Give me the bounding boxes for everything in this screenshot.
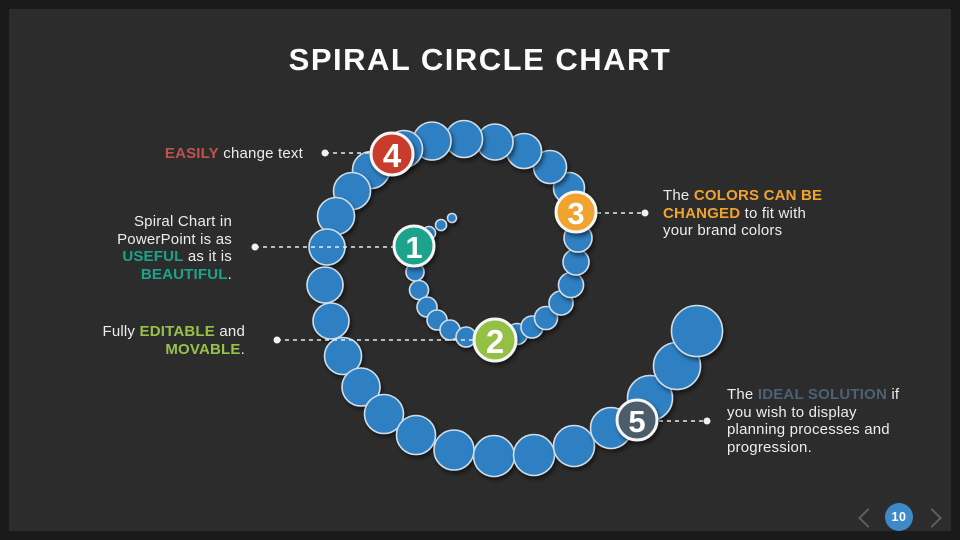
page-title: SPIRAL CIRCLE CHART (288, 42, 672, 77)
connector-dot (641, 209, 649, 217)
callout-ideal-line4: progression. (727, 438, 812, 456)
spiral-circle (552, 424, 596, 468)
marker-5-badge: 5 (615, 398, 659, 442)
spiral-circle (434, 218, 448, 232)
spiral-circle (395, 414, 437, 456)
callout-colors: The COLORS CAN BE CHANGED to fit with yo… (663, 187, 822, 240)
callout-editable: Fully EDITABLE and MOVABLE. (102, 323, 245, 358)
callout-ideal-line3: planning processes and (727, 421, 890, 438)
spiral-circle (433, 429, 475, 471)
connector-dot (321, 149, 329, 157)
callout-useful-line2: PowerPoint is as (117, 230, 232, 248)
marker-3-number: 3 (567, 196, 584, 231)
spiral-circle (306, 266, 344, 304)
callout-ideal-line1: The IDEAL SOLUTION if (727, 386, 900, 403)
callout-ideal-line2: you wish to display (727, 403, 857, 421)
callout-colors-line1: The COLORS CAN BE (663, 187, 823, 204)
connector-dot (273, 336, 281, 344)
callout-editable-line2: MOVABLE. (165, 340, 245, 358)
callout-useful-line1: Spiral Chart in (133, 213, 232, 230)
spiral-circle (557, 271, 585, 299)
marker-1-badge: 1 (392, 224, 436, 268)
marker-4-badge: 4 (369, 131, 415, 177)
callout-easily: EASILY change text (165, 145, 303, 163)
spiral-circle (323, 336, 363, 376)
callout-editable-line1: Fully EDITABLE and (102, 323, 245, 340)
spiral-circle (533, 305, 559, 331)
callout-easily-text: change text (218, 145, 303, 162)
marker-2-number: 2 (486, 323, 504, 360)
spiral-circle (408, 279, 430, 301)
spiral-circle (312, 302, 350, 340)
marker-5-number: 5 (628, 404, 645, 439)
callout-useful-line3: USEFUL as it is (122, 248, 232, 265)
page-number-badge[interactable]: 10 (885, 503, 913, 531)
marker-2-badge: 2 (472, 317, 518, 363)
spiral-circle (670, 304, 724, 358)
connector-dot (251, 243, 259, 251)
spiral-circle (512, 433, 556, 477)
spiral-circle (472, 434, 516, 478)
spiral-circle (532, 149, 568, 185)
spiral-circle (446, 212, 458, 224)
callout-colors-line3: your brand colors (663, 222, 783, 239)
marker-3-badge: 3 (554, 190, 598, 234)
marker-4-number: 4 (383, 137, 402, 174)
spiral-circle (341, 367, 381, 407)
spiral-circle (363, 393, 405, 435)
callout-ideal: The IDEAL SOLUTION if you wish to displa… (727, 386, 899, 456)
callout-easily-accent: EASILY (164, 145, 219, 162)
marker-1-number: 1 (405, 230, 422, 265)
connector-dot (703, 417, 711, 425)
page-number: 10 (891, 510, 907, 524)
callout-colors-line2: CHANGED to fit with (663, 204, 807, 222)
callout-easily-line: EASILY change text (165, 145, 303, 163)
callout-useful: Spiral Chart in PowerPoint is as USEFUL … (117, 213, 232, 283)
spiral-circle (562, 248, 590, 276)
callout-useful-line4: BEAUTIFUL. (140, 265, 232, 283)
